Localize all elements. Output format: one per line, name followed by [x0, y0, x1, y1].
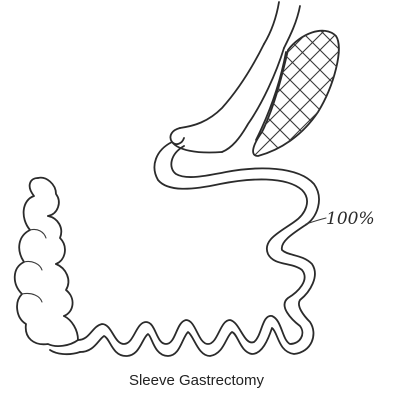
label-100-percent: 100% — [326, 209, 375, 229]
diagram-caption: Sleeve Gastrectomy — [0, 372, 393, 389]
esophagus — [264, 2, 300, 48]
small-intestine — [78, 142, 319, 356]
removed-stomach-portion — [240, 0, 370, 190]
large-intestine — [15, 178, 80, 354]
